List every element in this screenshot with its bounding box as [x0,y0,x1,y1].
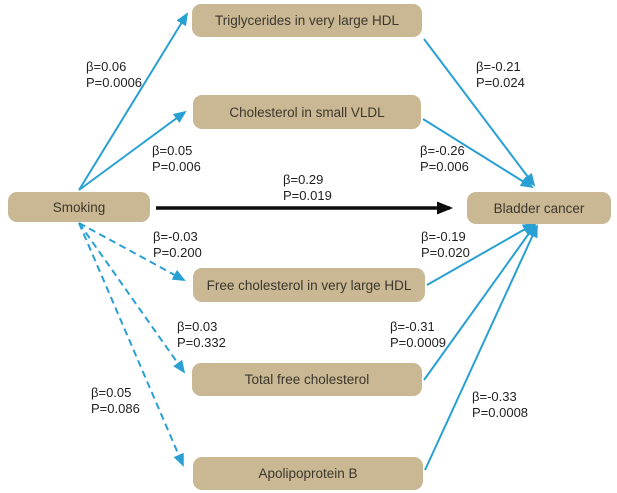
stat-direct-effect: β=0.29 P=0.019 [283,172,332,204]
beta-value: β=0.05 [91,385,132,400]
arrow-smoking-to-small-vldl [78,110,187,191]
p-value: P=0.332 [177,334,226,350]
arrow-smoking-to-free-chol-hdl [78,222,186,281]
beta-value: β=-0.03 [153,229,198,244]
p-value: P=0.024 [476,74,525,90]
node-triglycerides-very-large-hdl: Triglycerides in very large HDL [192,4,422,37]
p-value: P=0.006 [152,158,201,174]
node-free-cholesterol-very-large-hdl: Free cholesterol in very large HDL [193,268,425,302]
stat-b-apolipoprotein-b: β=-0.33 P=0.0008 [472,389,528,421]
beta-value: β=-0.19 [421,229,466,244]
arrow-triglycerides-to-bladder-cancer [423,38,536,187]
node-total-free-cholesterol: Total free cholesterol [192,363,422,396]
stat-a-small-vldl: β=0.05 P=0.006 [152,143,201,175]
node-bladder-cancer: Bladder cancer [467,192,611,224]
arrow-smoking-to-total-free-chol [78,222,186,374]
p-value: P=0.0008 [472,404,529,420]
node-apolipoprotein-b: Apolipoprotein B [193,457,423,490]
node-smoking: Smoking [8,192,150,222]
beta-value: β=0.06 [86,59,127,74]
p-value: P=0.019 [283,187,332,203]
stat-a-free-chol-hdl: β=-0.03 P=0.200 [153,229,202,261]
p-value: P=0.020 [421,244,470,260]
stat-b-triglycerides: β=-0.21 P=0.024 [476,59,525,91]
p-value: P=0.086 [91,400,140,416]
arrow-total-free-chol-to-bladder-cancer [423,223,537,381]
beta-value: β=0.05 [152,143,193,158]
arrow-smoking-to-apolipoprotein-b [78,222,184,467]
stat-a-apolipoprotein-b: β=0.05 P=0.086 [91,385,140,417]
beta-value: β=-0.31 [390,319,435,334]
beta-value: β=0.03 [177,319,218,334]
p-value: P=0.0006 [86,74,143,90]
stat-a-triglycerides: β=0.06 P=0.0006 [86,59,142,91]
beta-value: β=-0.26 [420,143,465,158]
beta-value: β=-0.33 [472,389,517,404]
arrow-free-chol-hdl-to-bladder-cancer [426,223,536,286]
arrow-smoking-to-triglycerides [78,12,189,191]
arrow-apolipoprotein-b-to-bladder-cancer [424,224,538,471]
beta-value: β=-0.21 [476,59,521,74]
stat-a-total-free-chol: β=0.03 P=0.332 [177,319,226,351]
stat-b-total-free-chol: β=-0.31 P=0.0009 [390,319,446,351]
stat-b-small-vldl: β=-0.26 P=0.006 [420,143,469,175]
stat-b-free-chol-hdl: β=-0.19 P=0.020 [421,229,470,261]
node-cholesterol-small-vldl: Cholesterol in small VLDL [193,95,421,129]
p-value: P=0.006 [420,158,469,174]
p-value: P=0.200 [153,244,202,260]
p-value: P=0.0009 [390,334,447,350]
arrow-small-vldl-to-bladder-cancer [422,118,534,189]
beta-value: β=0.29 [283,172,324,187]
